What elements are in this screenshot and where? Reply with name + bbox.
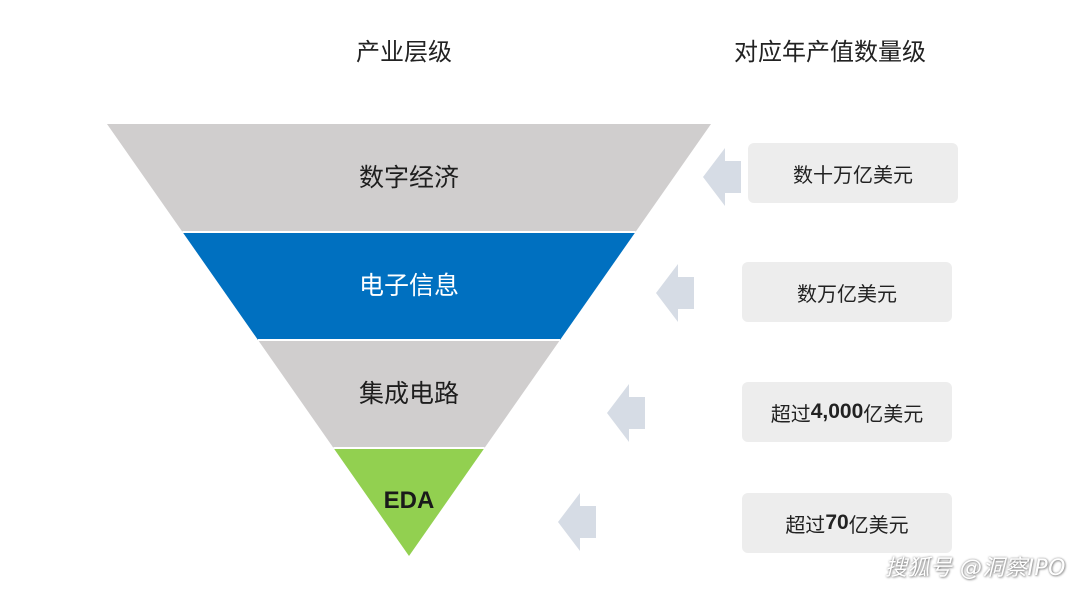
level-label-integrated-circuit: 集成电路 (358, 379, 460, 408)
value-box-digital-economy: 数十万亿美元 (748, 143, 958, 203)
level-digital-economy (107, 124, 711, 232)
left-arrow-icon (656, 264, 694, 322)
level-label-eda: EDA (383, 487, 435, 514)
value-number: 4,000 (810, 400, 864, 423)
level-electronic-information (182, 232, 636, 340)
value-prefix: 超过 (785, 512, 826, 537)
level-integrated-circuit (258, 340, 560, 448)
header-industry-level: 产业层级 (356, 38, 452, 66)
header-annual-output: 对应年产值数量级 (734, 38, 926, 66)
value-text: 数十万亿美元 (793, 162, 913, 187)
value-suffix: 亿美元 (848, 512, 909, 537)
value-number: 70 (825, 511, 849, 534)
level-arrows (558, 148, 741, 551)
left-arrow-icon (703, 148, 741, 206)
level-eda (333, 448, 485, 556)
level-label-digital-economy: 数字经济 (358, 163, 460, 192)
level-label-electronic-information: 电子信息 (358, 271, 460, 300)
pyramid-levels (107, 124, 711, 556)
watermark: 搜狐号 @洞察IPO (884, 556, 1066, 581)
value-box-electronic-information: 数万亿美元 (742, 262, 952, 322)
left-arrow-icon (558, 493, 596, 551)
value-prefix: 超过 (770, 401, 811, 426)
value-text: 数万亿美元 (797, 281, 897, 306)
value-suffix: 亿美元 (863, 401, 924, 426)
left-arrow-icon (607, 384, 645, 442)
